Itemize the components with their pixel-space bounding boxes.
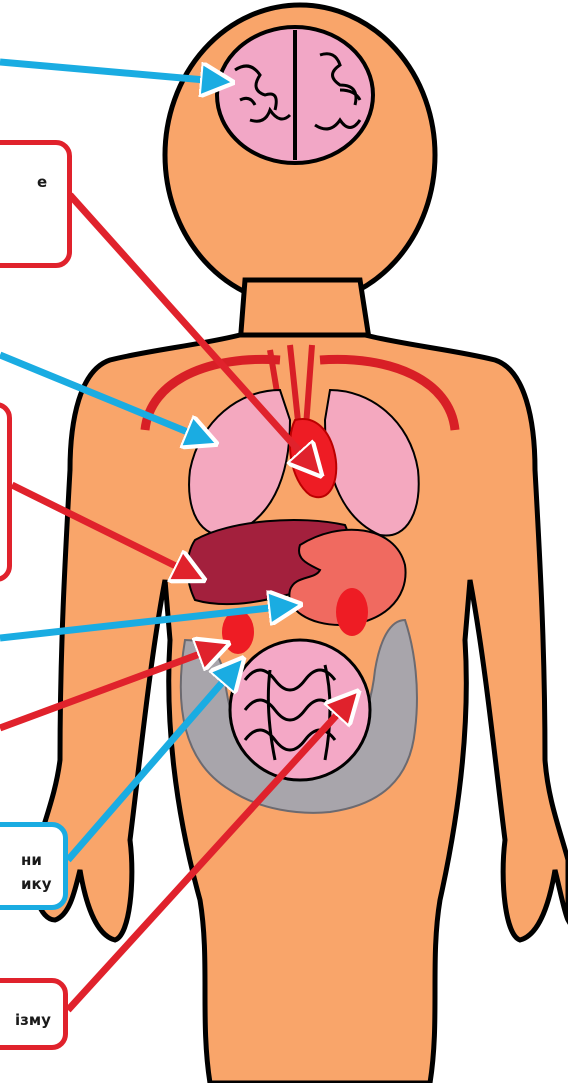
- kidney-left: [222, 610, 254, 654]
- label-small-intestine-line1: ни: [21, 849, 42, 871]
- label-large-intestine-text: ізму: [15, 1009, 51, 1031]
- kidney-right: [336, 588, 368, 636]
- label-box-large-intestine: ізму: [0, 978, 68, 1050]
- label-small-intestine-line2: ику: [21, 873, 51, 895]
- label-box-liver: [0, 402, 12, 582]
- brain: [217, 27, 373, 163]
- label-box-heart: е: [0, 140, 72, 268]
- label-box-small-intestine: ни ику: [0, 822, 68, 910]
- label-heart-text: е: [37, 171, 47, 193]
